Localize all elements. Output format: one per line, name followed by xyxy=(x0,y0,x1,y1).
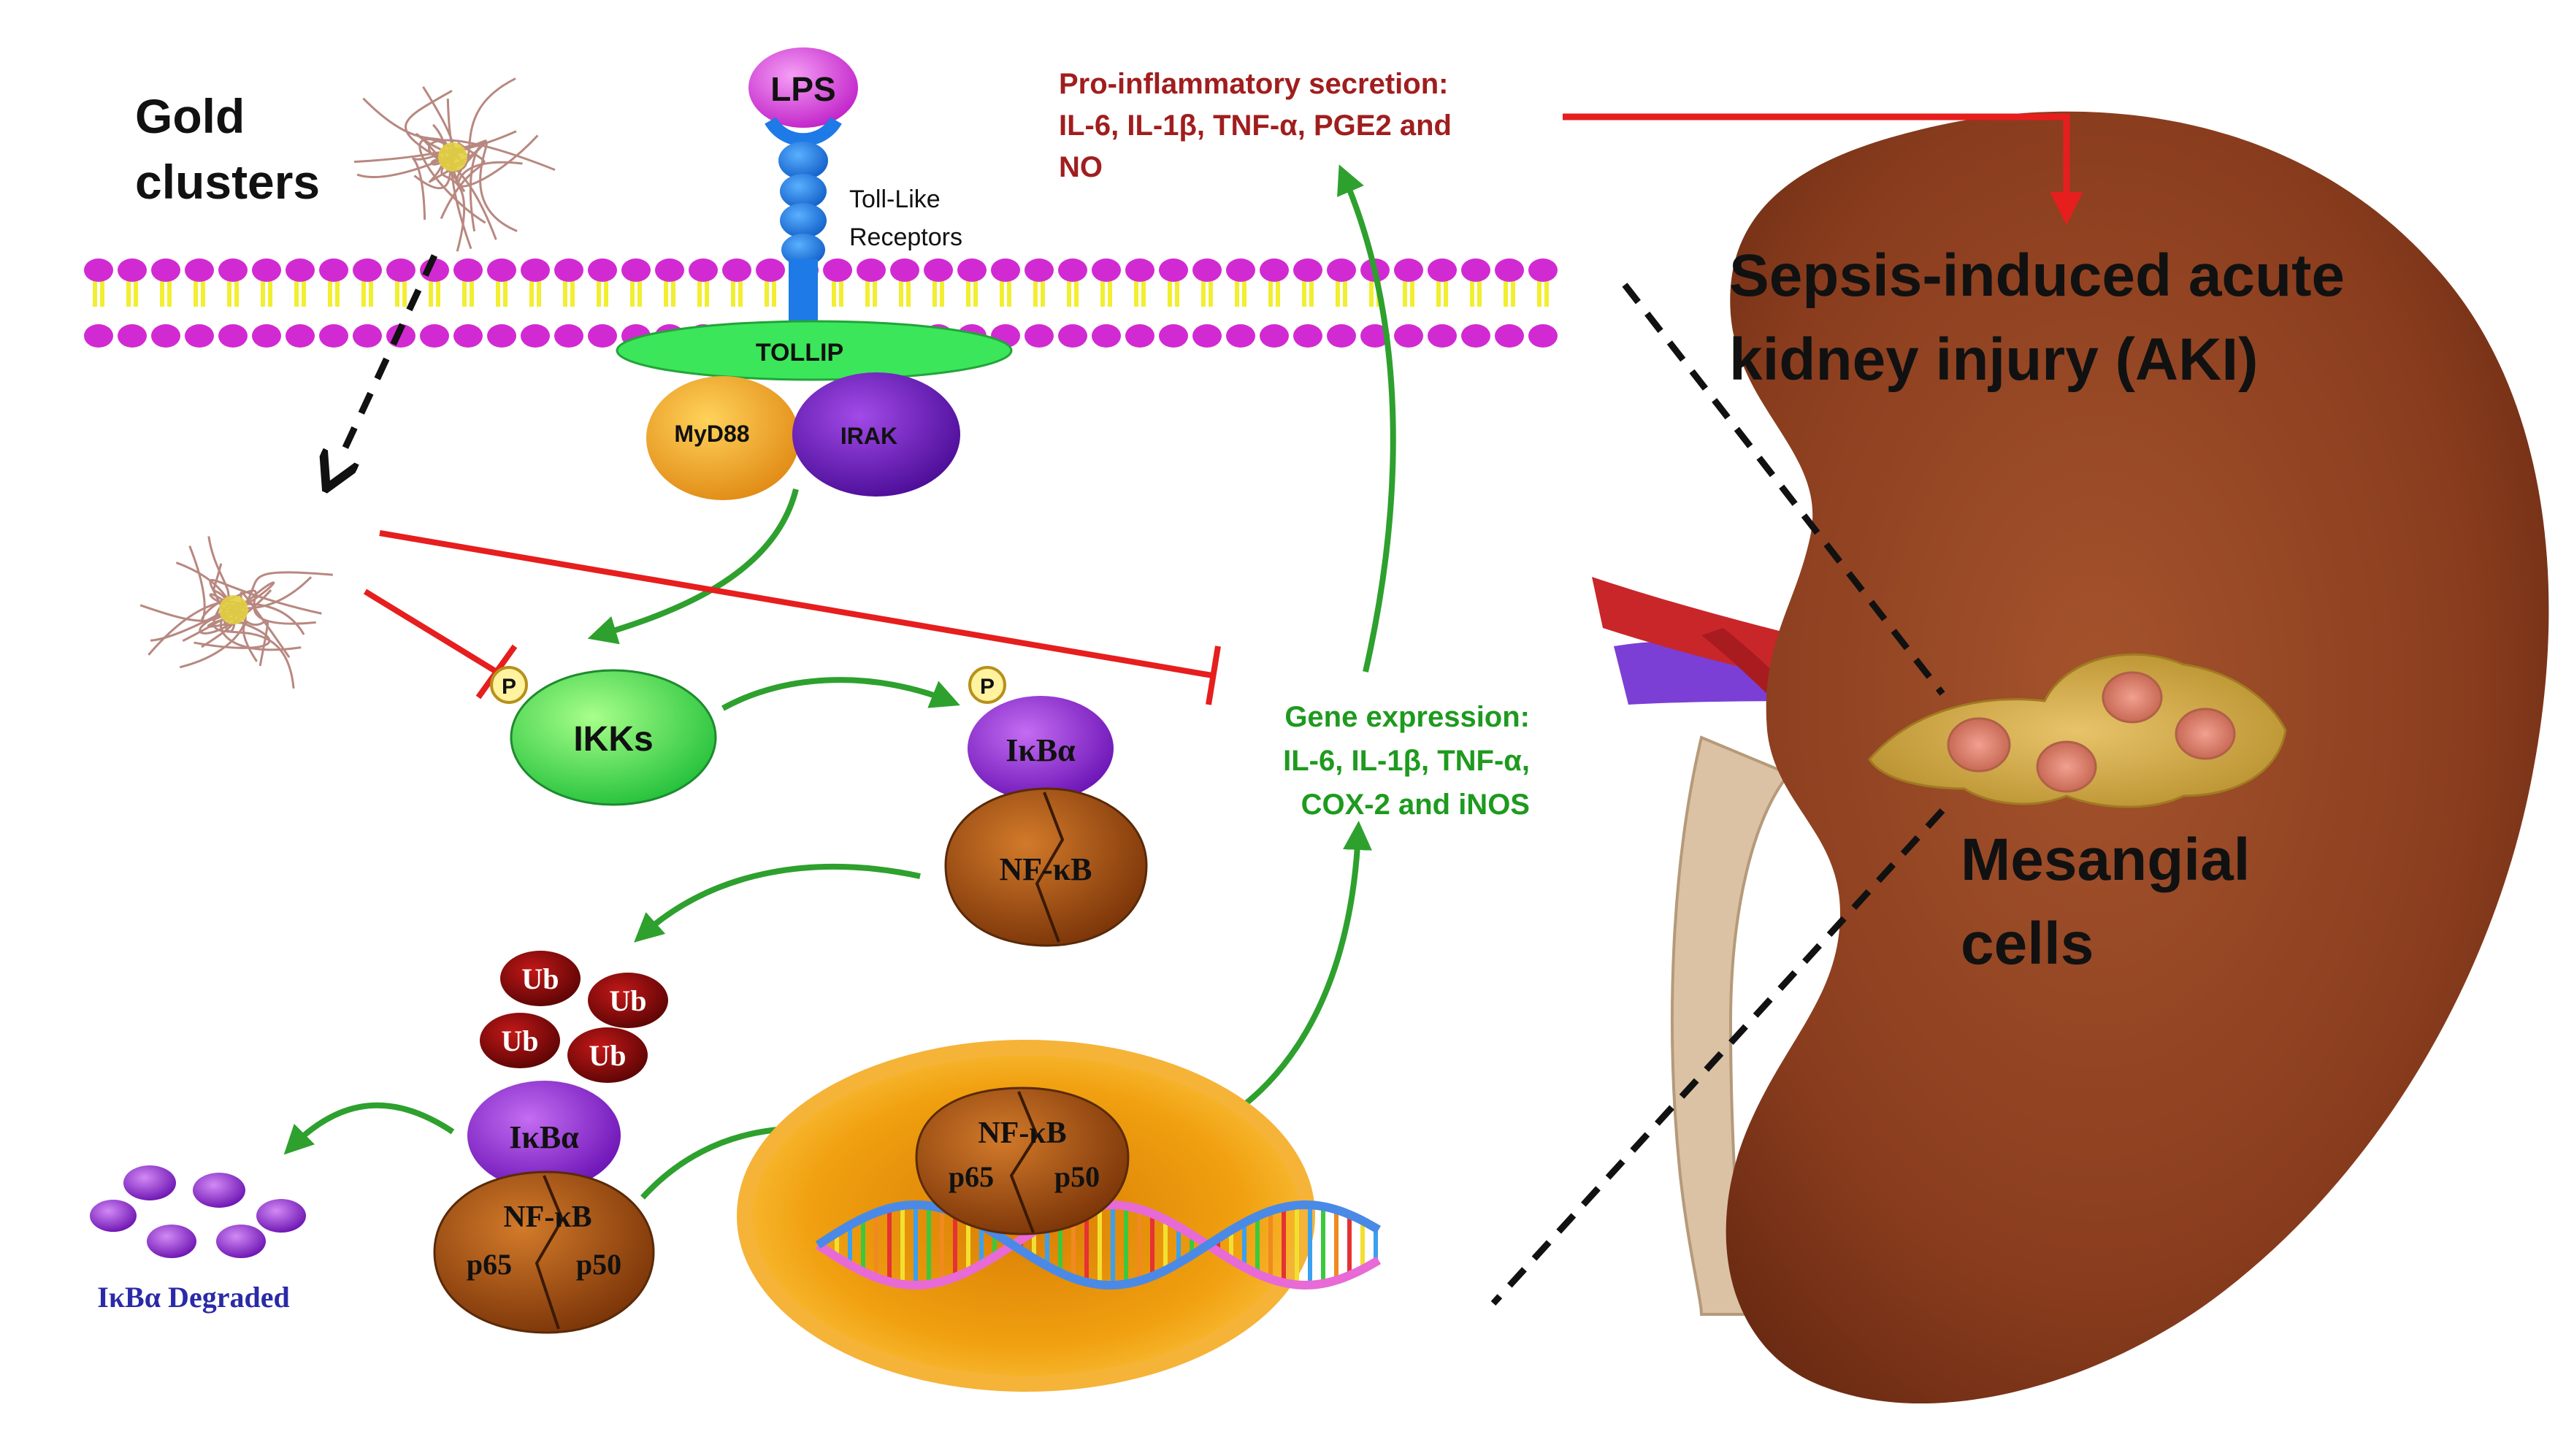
myd88-label: MyD88 xyxy=(674,421,749,447)
mesangial-label-2: cells xyxy=(1961,911,2094,977)
arrow-to-secretion xyxy=(1337,164,1396,673)
gold-cluster-inner xyxy=(139,536,333,689)
pro-inflammatory-line-3: NO xyxy=(1059,151,1103,183)
nfkb-label-nucleus: NF-κB xyxy=(978,1116,1066,1150)
phospho-label-ikk: P xyxy=(502,675,516,699)
nfkb-label-cytoplasm: NF-κB xyxy=(503,1200,591,1234)
nfkb-label-top: NF-κB xyxy=(999,851,1092,887)
internalization-arrow xyxy=(340,254,438,460)
inhibit-gene-expression xyxy=(379,530,1213,678)
ub-label-2: Ub xyxy=(609,984,646,1017)
pro-inflammatory-line-1: Pro-inflammatory secretion: xyxy=(1059,68,1448,100)
gold-clusters-label-1: Gold xyxy=(135,89,245,143)
degraded-ikba-fragments xyxy=(90,1165,306,1258)
ubiquitin-chain xyxy=(480,951,668,1083)
kidney-illustration xyxy=(1592,111,2549,1404)
ikba-label-ubiquitinated: IκBα xyxy=(509,1119,579,1155)
gene-expression-line-3: COX-2 and iNOS xyxy=(1301,789,1530,821)
tlr-label-1: Toll-Like xyxy=(849,185,941,213)
p50-label-nucleus: p50 xyxy=(1054,1160,1100,1193)
lps-label: LPS xyxy=(770,70,835,108)
dna-helix xyxy=(815,1200,1382,1290)
pro-inflammatory-line-2: IL-6, IL-1β, TNF-α, PGE2 and xyxy=(1059,110,1452,142)
irak-label: IRAK xyxy=(840,423,897,449)
tlr-receptor xyxy=(616,47,1013,500)
myd88-protein xyxy=(646,376,800,500)
degraded-label: IκBα Degraded xyxy=(97,1281,289,1314)
ub-label-4: Ub xyxy=(589,1039,626,1072)
arrow-to-ubiquitination xyxy=(634,863,921,943)
mesangial-label-1: Mesangial xyxy=(1961,827,2250,893)
ikba-protein-top xyxy=(968,696,1114,801)
ikks-label: IKKs xyxy=(573,720,653,759)
tlr-label-2: Receptors xyxy=(849,223,962,251)
arrow-irak-to-ikk xyxy=(587,488,799,645)
mesangial-cell-cluster xyxy=(1868,653,2287,808)
tollip-protein xyxy=(616,320,1013,381)
p50-label-cytoplasm: p50 xyxy=(576,1248,621,1281)
ub-label-1: Ub xyxy=(521,962,559,995)
arrow-to-degradation xyxy=(283,1102,455,1155)
arrow-ikk-to-ikba xyxy=(721,677,960,711)
gene-expression-line-2: IL-6, IL-1β, TNF-α, xyxy=(1283,745,1530,777)
phospho-label-ikba: P xyxy=(980,675,995,699)
phospho-badge-ikba xyxy=(968,666,1006,704)
ub-label-3: Ub xyxy=(501,1024,538,1057)
gold-clusters-label-2: clusters xyxy=(135,155,320,209)
gold-cluster-top xyxy=(353,77,556,252)
p65-label-cytoplasm: p65 xyxy=(467,1248,512,1281)
irak-protein xyxy=(792,372,960,497)
lps-molecule xyxy=(748,47,858,128)
arrow-secretion-to-aki xyxy=(1563,113,2083,225)
aki-title-line-2: kidney injury (AKI) xyxy=(1729,326,2258,393)
phospho-badge-ikk xyxy=(490,666,528,704)
ikba-protein-ubiquitinated xyxy=(467,1081,621,1190)
aki-title-line-1: Sepsis-induced acute xyxy=(1729,242,2345,309)
inhibit-ikk xyxy=(363,589,499,675)
zoom-line-upper xyxy=(1622,283,1945,696)
ikba-label-top: IκBα xyxy=(1006,732,1076,768)
ikks-protein xyxy=(510,669,717,806)
p65-label-nucleus: p65 xyxy=(949,1160,994,1193)
zoom-line-lower xyxy=(1490,808,1945,1306)
gene-expression-line-1: Gene expression: xyxy=(1284,701,1530,733)
tollip-label: TOLLIP xyxy=(756,339,843,367)
